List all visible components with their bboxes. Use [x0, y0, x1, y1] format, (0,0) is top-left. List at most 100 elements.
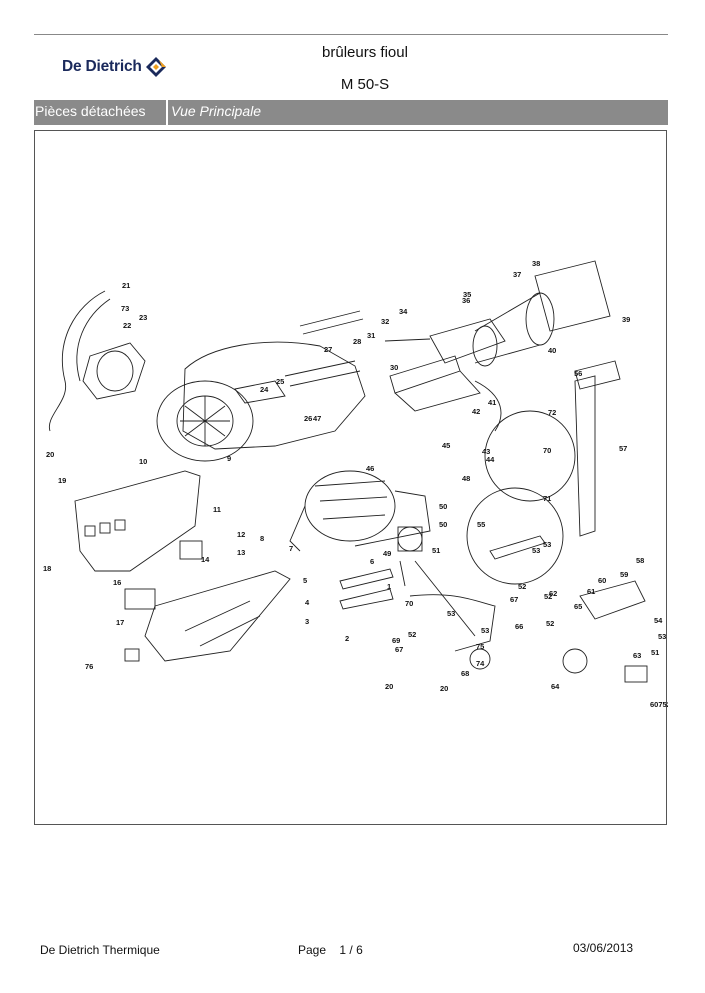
part-label-58: 58	[636, 556, 644, 565]
part-label-34: 34	[399, 307, 408, 316]
detail-circle-electrode	[484, 410, 576, 502]
part-label-20: 20	[440, 684, 448, 693]
part-label-66: 66	[515, 622, 523, 631]
part-label-18: 18	[43, 564, 51, 573]
part-label-74: 74	[476, 659, 485, 668]
fan-scroll-shape	[156, 380, 254, 462]
part-label-49: 49	[383, 549, 391, 558]
part-label-67: 67	[510, 595, 518, 604]
part-label-27: 27	[324, 345, 332, 354]
mounting-flange-shape	[534, 260, 611, 332]
nozzle-assembly-shape	[429, 318, 506, 364]
part-label-25: 25	[276, 377, 284, 386]
part-label-12: 12	[237, 530, 245, 539]
page-separator: /	[349, 943, 353, 957]
part-label-51: 51	[651, 648, 659, 657]
part-label-40: 40	[548, 346, 556, 355]
part-label-71: 71	[543, 494, 551, 503]
part-label-7: 7	[289, 544, 293, 553]
part-label-72: 72	[548, 408, 556, 417]
footer-date: 03/06/2013	[573, 941, 634, 955]
part-label-52: 52	[408, 630, 416, 639]
part-label-44: 44	[486, 455, 495, 464]
part-label-39: 39	[622, 315, 630, 324]
footer-company: De Dietrich Thermique	[40, 943, 160, 957]
part-label-61: 61	[587, 587, 595, 596]
part-label-10: 10	[139, 457, 147, 466]
part-label-57: 57	[619, 444, 627, 453]
part-label-3: 3	[305, 617, 309, 626]
part-label-55: 55	[477, 520, 485, 529]
housing-body-shape	[182, 341, 366, 450]
part-label-46: 46	[366, 464, 374, 473]
base-plate-shape	[144, 570, 291, 662]
part-label-67: 67	[395, 645, 403, 654]
part-label-14: 14	[201, 555, 210, 564]
part-label-53: 53	[447, 609, 455, 618]
part-label-43: 43	[482, 447, 490, 456]
part-label-24: 24	[260, 385, 269, 394]
part-label-36: 36	[462, 296, 470, 305]
top-rule	[34, 34, 668, 35]
part-label-69: 69	[392, 636, 400, 645]
part-label-53: 53	[481, 626, 489, 635]
part-label-5: 5	[303, 576, 307, 585]
part-label-19: 19	[58, 476, 66, 485]
footer-page-info: Page 1 / 6	[298, 943, 363, 957]
part-label-50: 50	[439, 520, 447, 529]
part-label-51: 51	[432, 546, 440, 555]
diamond-logo-icon	[145, 57, 166, 77]
part-label-31: 31	[367, 331, 375, 340]
part-label-11: 11	[213, 505, 221, 514]
page-total: 6	[356, 943, 363, 957]
part-label-52: 52	[546, 619, 554, 628]
motor-shape	[82, 342, 146, 400]
part-label-16: 16	[113, 578, 121, 587]
part-label-1: 1	[387, 582, 391, 591]
part-label-53: 53	[532, 546, 540, 555]
part-label-4: 4	[305, 598, 310, 607]
part-label-22: 22	[123, 321, 131, 330]
part-label-63: 63	[633, 651, 641, 660]
part-label-20: 20	[46, 450, 54, 459]
part-label-53: 53	[658, 632, 666, 641]
part-label-9: 9	[227, 454, 231, 463]
part-label-6: 6	[370, 557, 374, 566]
part-label-38: 38	[532, 259, 540, 268]
part-label-64: 64	[551, 682, 560, 691]
part-label-70: 70	[405, 599, 413, 608]
part-label-47: 47	[313, 414, 321, 423]
part-label-48: 48	[462, 474, 470, 483]
part-label-35: 35	[463, 290, 471, 299]
drawing-reference-code: 60752	[650, 700, 668, 709]
document-title: brûleurs fioul	[322, 44, 408, 61]
part-label-41: 41	[488, 398, 496, 407]
part-label-65: 65	[574, 602, 582, 611]
part-label-60: 60	[598, 576, 606, 585]
section-category: Pièces détachées	[34, 100, 168, 125]
part-label-54: 54	[654, 616, 663, 625]
section-view: Vue Principale	[171, 103, 262, 119]
detail-circle-valve	[466, 487, 564, 585]
part-label-42: 42	[472, 407, 480, 416]
part-label-17: 17	[116, 618, 124, 627]
brand-logo: De Dietrich	[62, 56, 167, 78]
part-label-50: 50	[439, 502, 447, 511]
part-label-75: 75	[476, 642, 484, 651]
part-label-56: 56	[574, 369, 582, 378]
part-label-26: 26	[304, 414, 312, 423]
part-label-53: 53	[543, 540, 551, 549]
part-label-68: 68	[461, 669, 469, 678]
part-label-8: 8	[260, 534, 264, 543]
part-label-45: 45	[442, 441, 450, 450]
part-label-76: 76	[85, 662, 93, 671]
part-label-32: 32	[381, 317, 389, 326]
part-label-30: 30	[390, 363, 398, 372]
part-label-21: 21	[122, 281, 130, 290]
document-model: M 50-S	[340, 76, 390, 93]
cover-shape	[74, 470, 201, 572]
part-label-37: 37	[513, 270, 521, 279]
